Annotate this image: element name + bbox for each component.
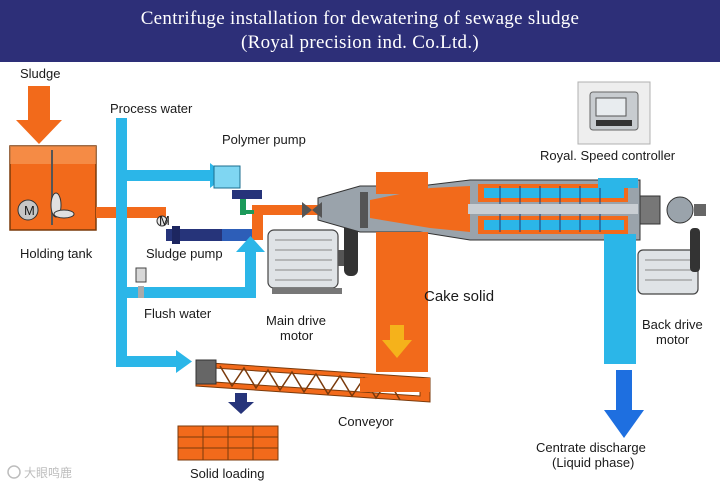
label-process-water: Process water <box>110 101 193 116</box>
watermark: 大眼鸣鹿 <box>7 465 72 480</box>
tank-motor-symbol: M <box>24 203 35 218</box>
holding-tank <box>9 145 97 231</box>
sludge-pump <box>156 215 252 244</box>
centrate-chute <box>598 178 638 364</box>
label-flush-water: Flush water <box>144 306 212 321</box>
label-main-drive-2: motor <box>280 328 314 343</box>
screw-conveyor <box>195 359 431 403</box>
polymer-pump <box>213 165 262 215</box>
label-conveyor: Conveyor <box>338 414 394 429</box>
centrifuge-bowl <box>317 179 706 241</box>
back-drive-motor <box>637 228 700 295</box>
title-line-1: Centrifuge installation for dewatering o… <box>140 8 580 29</box>
main-drive-motor <box>267 229 346 294</box>
label-speed-controller: Royal. Speed controller <box>540 148 676 163</box>
watermark-text: 大眼鸣鹿 <box>24 465 72 480</box>
inlet-valve <box>302 202 312 218</box>
pump-motor-symbol: M <box>159 213 170 228</box>
label-centrate-1: Centrate discharge <box>536 440 646 455</box>
label-holding-tank: Holding tank <box>20 246 93 261</box>
label-centrate-2: (Liquid phase) <box>552 455 634 470</box>
title-line-2: (Royal precision ind. Co.Ltd.) <box>240 32 480 53</box>
sludge-inlet-arrow <box>16 86 62 144</box>
sludge-feed-pipe <box>96 205 332 240</box>
label-sludge: Sludge <box>20 66 60 81</box>
centrate-discharge-arrow <box>604 370 644 438</box>
label-sludge-pump: Sludge pump <box>146 246 223 261</box>
solid-loading-arrow <box>228 393 254 414</box>
cake-solid-chute <box>376 172 428 372</box>
label-cake-solid: Cake solid <box>424 288 494 305</box>
inlet-valve-2 <box>312 202 322 218</box>
title-banner: Centrifuge installation for dewatering o… <box>0 0 720 62</box>
speed-controller-panel <box>577 81 651 145</box>
solid-loading-container <box>177 425 279 461</box>
label-back-drive-2: motor <box>656 332 690 347</box>
flush-water-valve <box>135 267 147 298</box>
label-polymer-pump: Polymer pump <box>222 132 306 147</box>
label-main-drive-1: Main drive <box>266 313 326 328</box>
label-back-drive-1: Back drive <box>642 317 703 332</box>
label-solid-loading: Solid loading <box>190 466 264 481</box>
